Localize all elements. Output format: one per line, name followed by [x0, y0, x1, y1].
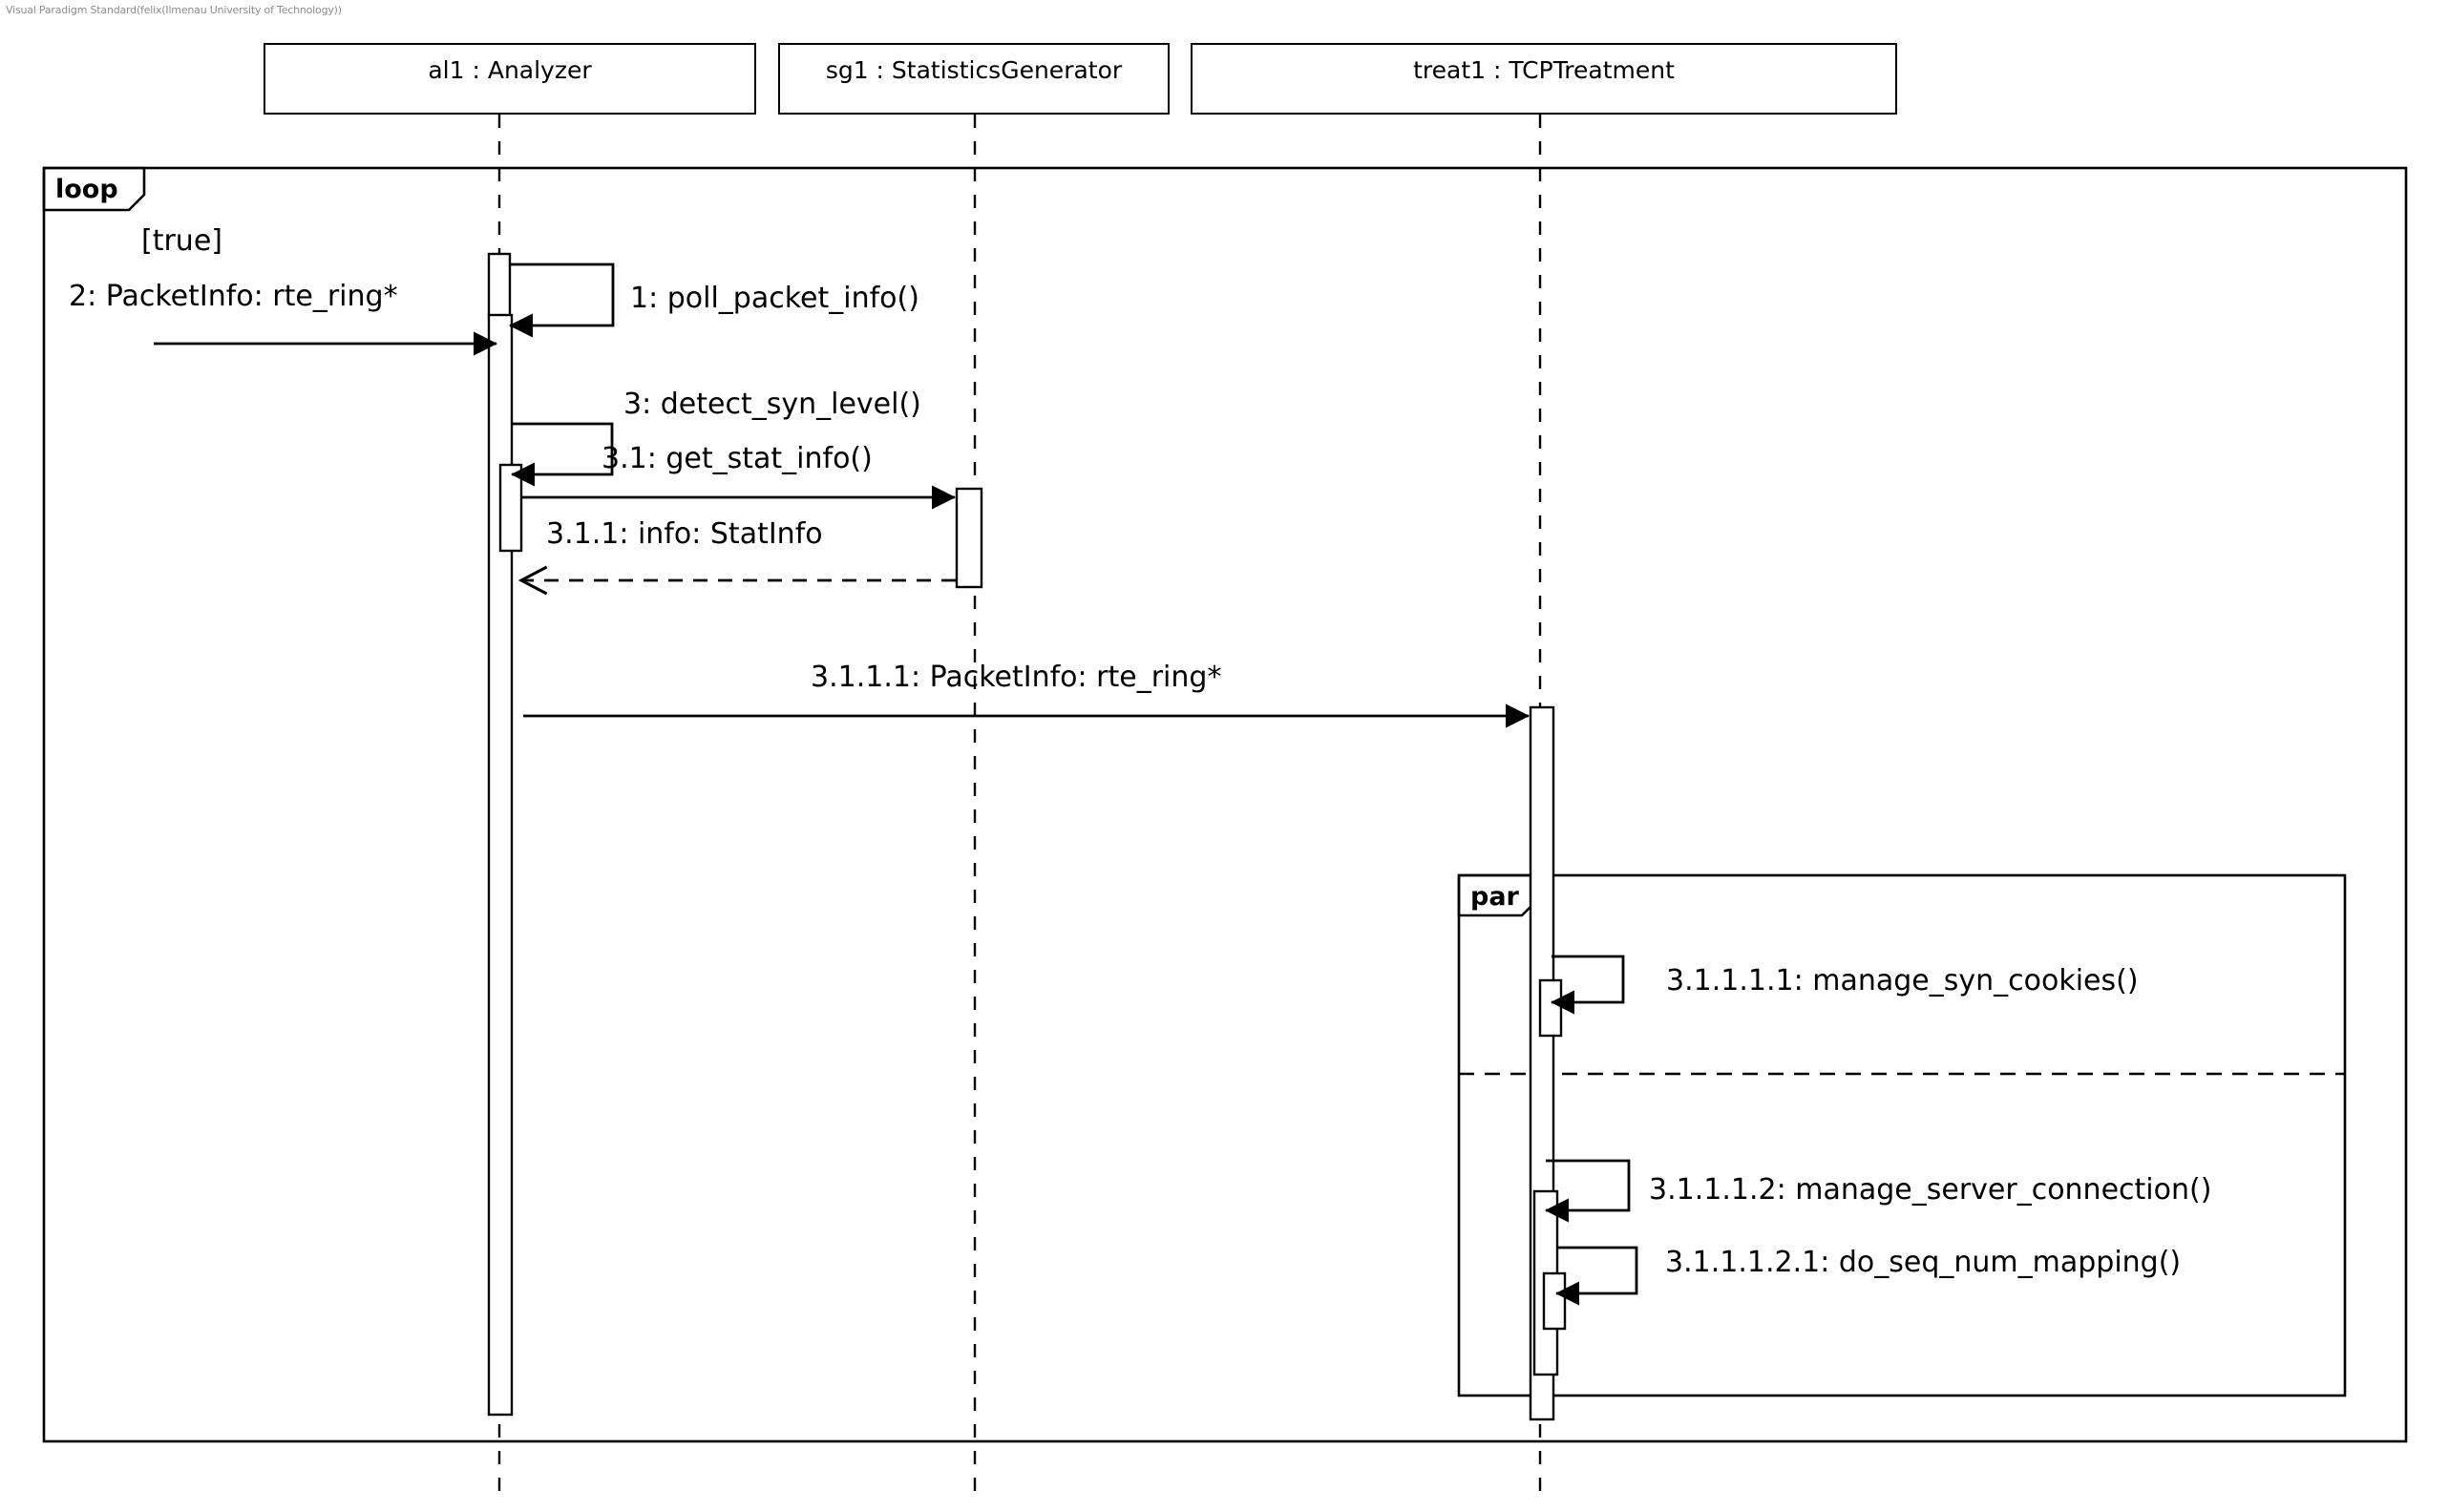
lifeline-label-sg1: sg1 : StatisticsGenerator [825, 56, 1123, 84]
message-arrow-1[interactable] [508, 262, 615, 338]
message-label-3.1.1.1.2.1: 3.1.1.1.2.1: do_seq_num_mapping() [1665, 1246, 2182, 1279]
fragment-operator-par: par [1470, 882, 1519, 912]
message-label-1: 1: poll_packet_info() [630, 282, 919, 315]
lifeline-header-al1[interactable]: al1 : Analyzer [264, 43, 756, 115]
message-label-3.1.1.1.2: 3.1.1.1.2: manage_server_connection() [1649, 1173, 2212, 1207]
message-label-2: 2: PacketInfo: rte_ring* [69, 280, 398, 313]
activation-bar-sg1-3 [955, 487, 983, 589]
lifeline-label-al1: al1 : Analyzer [428, 56, 592, 84]
message-label-3: 3: detect_syn_level() [623, 388, 921, 421]
activation-bar-treat1-5 [1538, 978, 1563, 1038]
activation-layer [487, 252, 1567, 1421]
activation-bar-treat1-7 [1542, 1271, 1567, 1331]
fragment-guard-loop: [true] [141, 224, 222, 258]
fragment-frame-par [1457, 873, 2347, 1397]
lifeline-label-treat1: treat1 : TCPTreatment [1413, 56, 1675, 84]
message-arrow-3.1.1.1.2.1[interactable] [1554, 1246, 1638, 1306]
message-label-3.1.1: 3.1.1: info: StatInfo [546, 517, 823, 551]
message-arrow-3[interactable] [510, 422, 614, 487]
lifeline-layer [497, 115, 1542, 1494]
watermark-text: Visual Paradigm Standard(felix(Ilmenau U… [6, 4, 342, 16]
fragment-operator-loop: loop [55, 175, 118, 204]
message-arrow-3.1.1.1.1[interactable] [1550, 955, 1625, 1015]
activation-bar-al1-0 [487, 252, 512, 318]
message-arrow-3.1.1.1.2[interactable] [1544, 1159, 1631, 1223]
message-label-3.1.1.1: 3.1.1.1: PacketInfo: rte_ring* [811, 661, 1222, 694]
activation-bar-al1-2 [498, 463, 523, 553]
message-label-3.1.1.1.1: 3.1.1.1.1: manage_syn_cookies() [1666, 964, 2139, 998]
fragment-frame-loop [42, 166, 2408, 1443]
lifeline-header-treat1[interactable]: treat1 : TCPTreatment [1191, 43, 1897, 115]
fragment-tab-loop [42, 166, 146, 212]
message-label-3.1: 3.1: get_stat_info() [602, 442, 873, 475]
fragment-layer [42, 166, 2408, 1443]
message-layer [154, 262, 1638, 1306]
lifeline-header-sg1[interactable]: sg1 : StatisticsGenerator [778, 43, 1170, 115]
